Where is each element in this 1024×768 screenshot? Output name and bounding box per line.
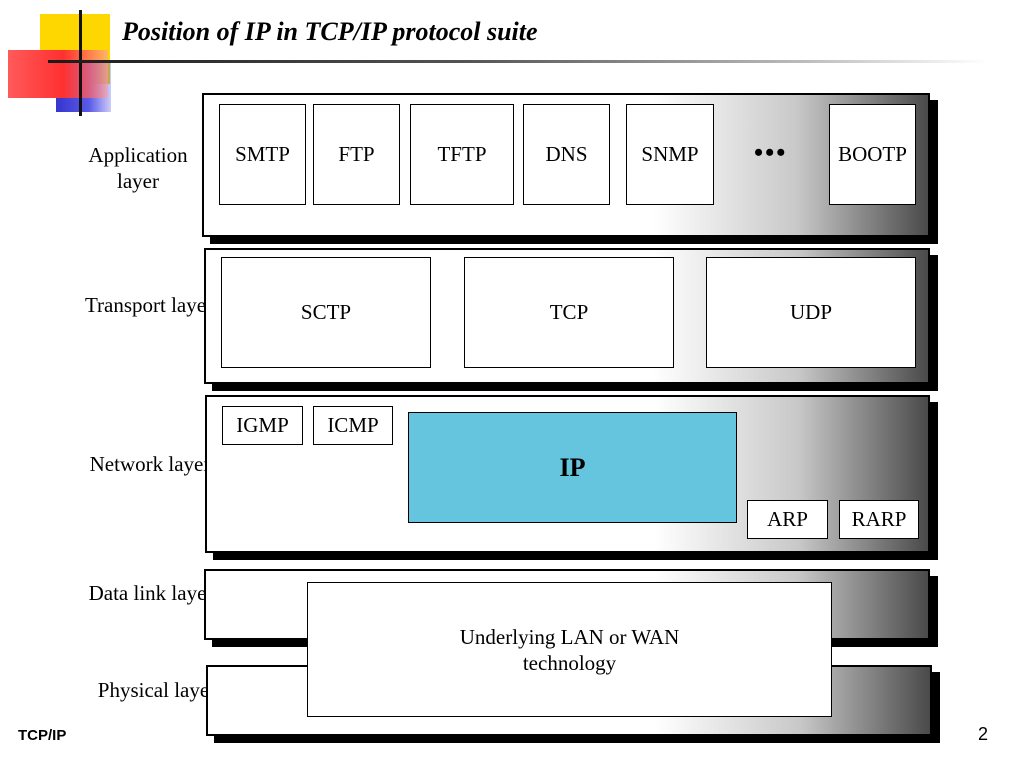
- snmp-box: SNMP: [626, 104, 714, 205]
- tftp-box: TFTP: [410, 104, 514, 205]
- sctp-box: SCTP: [221, 257, 431, 368]
- arp-box: ARP: [747, 500, 828, 539]
- bootp-box: BOOTP: [829, 104, 916, 205]
- dns-box: DNS: [523, 104, 610, 205]
- igmp-box: IGMP: [222, 406, 303, 445]
- title-rule: [48, 60, 988, 63]
- deco-red-square: [8, 50, 108, 98]
- page-number: 2: [978, 724, 989, 744]
- icmp-box: ICMP: [313, 406, 393, 445]
- physical-layer-label: Physical layer: [97, 678, 217, 702]
- slide-title: Position of IP in TCP/IP protocol suite: [122, 17, 538, 46]
- network-layer-label: Network layer: [89, 452, 211, 476]
- transport-layer-label: Transport layer: [84, 293, 214, 317]
- ftp-box: FTP: [313, 104, 400, 205]
- footer-label: TCP/IP: [18, 727, 67, 744]
- smtp-box: SMTP: [219, 104, 306, 205]
- deco-vertical-line: [79, 10, 82, 116]
- datalink-layer-label: Data link layer: [88, 581, 214, 605]
- more-protocols-ellipsis: •••: [754, 138, 788, 167]
- tcp-box: TCP: [464, 257, 674, 368]
- udp-box: UDP: [706, 257, 916, 368]
- application-layer-label: Application layer: [88, 143, 188, 193]
- ip-box: IP: [408, 412, 737, 523]
- underlying-technology-box: Underlying LAN or WAN technology: [307, 582, 832, 717]
- rarp-box: RARP: [839, 500, 919, 539]
